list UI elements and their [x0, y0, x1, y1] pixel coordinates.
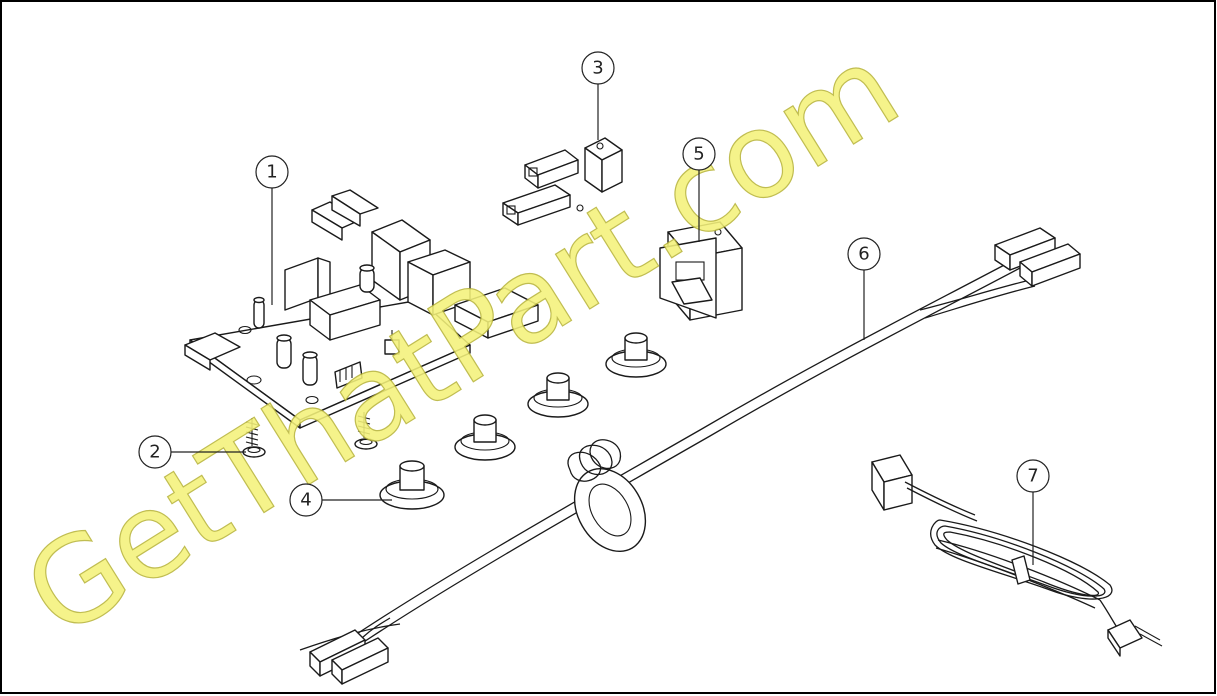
- standoff: [527, 372, 589, 418]
- callout-6: 6: [847, 237, 881, 340]
- watermark: GetThatPart.com: [1, 17, 922, 664]
- callout-2: 2: [138, 435, 246, 469]
- screw-right: [354, 412, 378, 450]
- callout-6-label: 6: [858, 244, 869, 265]
- power-cord: [871, 454, 1163, 657]
- micro-switch: [502, 137, 623, 226]
- callout-2-label: 2: [149, 442, 160, 463]
- standoff: [454, 414, 516, 461]
- callout-7: 7: [1016, 459, 1050, 565]
- standoff: [605, 332, 667, 378]
- wire-harness: [299, 227, 1081, 685]
- callout-1: 1: [255, 155, 289, 305]
- callout-5-label: 5: [693, 144, 704, 165]
- callout-3: 3: [581, 51, 615, 140]
- standoff: [379, 460, 445, 510]
- callout-5: 5: [682, 137, 716, 242]
- callout-4-label: 4: [300, 490, 311, 511]
- callout-3-label: 3: [592, 58, 603, 79]
- rocker-switch: [659, 221, 743, 321]
- callout-7-label: 7: [1027, 466, 1038, 487]
- watermark-text: GetThatPart.com: [2, 18, 922, 664]
- callout-1-label: 1: [266, 162, 277, 183]
- standoffs: [379, 332, 667, 510]
- callout-4: 4: [289, 483, 392, 517]
- control-board: [184, 189, 539, 429]
